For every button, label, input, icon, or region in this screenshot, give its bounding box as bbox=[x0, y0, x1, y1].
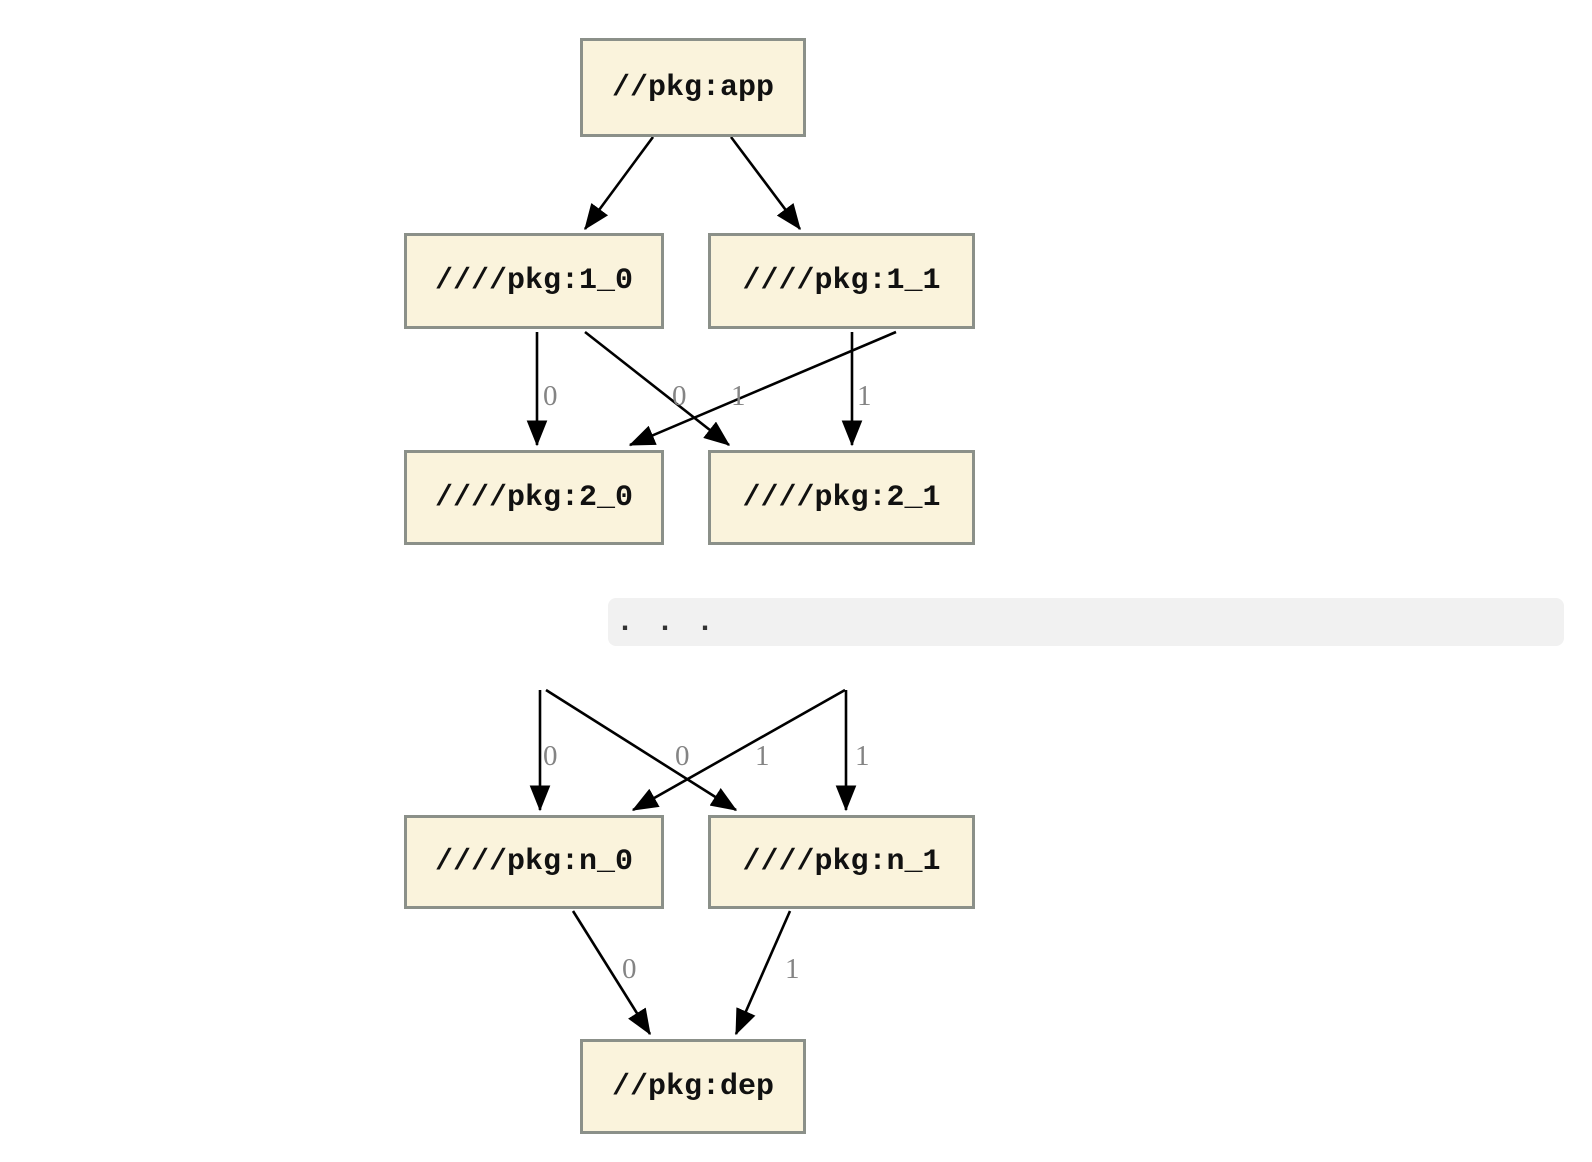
graph-node-1_0-label: ////pkg:1_0 bbox=[434, 264, 634, 298]
graph-node-app: //pkg:app bbox=[580, 38, 806, 137]
graph-node-2_0-label: ////pkg:2_0 bbox=[434, 480, 634, 515]
edge-app-to-1_0 bbox=[583, 136, 655, 231]
edge-n_0-to-dep bbox=[571, 910, 652, 1036]
edge-1_0-to-2_1 bbox=[584, 330, 731, 447]
edge-label-elided-n_1-cross: 1 bbox=[755, 740, 770, 772]
graph-node-n_0: ////pkg:n_0 bbox=[404, 815, 664, 909]
edge-label-n_0-dep: 0 bbox=[622, 953, 637, 985]
graph-node-dep: //pkg:dep bbox=[580, 1039, 806, 1134]
edge-elided-to-n_0-cross bbox=[631, 688, 846, 812]
graph-node-n_1: ////pkg:n_1 bbox=[708, 815, 975, 909]
edge-n_1-to-dep bbox=[734, 910, 792, 1036]
graph-node-dep-label: //pkg:dep bbox=[611, 1069, 775, 1104]
edge-elided-to-n_1-cross bbox=[545, 688, 738, 812]
edge-label-n_1-dep: 1 bbox=[785, 953, 800, 985]
edge-app-to-1_1 bbox=[729, 136, 802, 231]
graph-node-1_1: ////pkg:1_1 bbox=[708, 233, 975, 329]
graph-node-app-label: //pkg:app bbox=[611, 70, 775, 105]
edge-label-1_0-2_1: 1 bbox=[731, 380, 746, 412]
edge-label-1_1-2_0: 0 bbox=[672, 380, 687, 412]
ellipsis-strip: . . . bbox=[608, 598, 1564, 646]
graph-node-1_0: ////pkg:1_0 bbox=[404, 233, 664, 329]
edge-label-1_0-2_0: 0 bbox=[543, 380, 558, 412]
edge-label-1_1-2_1: 1 bbox=[857, 380, 872, 412]
edge-label-elided-n_1-right: 1 bbox=[855, 740, 870, 772]
edge-label-elided-n_0-cross: 0 bbox=[675, 740, 690, 772]
graph-node-2_0: ////pkg:2_0 bbox=[404, 450, 664, 545]
ellipsis-dots: . . . bbox=[616, 606, 717, 640]
graph-node-n_1-label: ////pkg:n_1 bbox=[742, 845, 941, 879]
graph-node-n_0-label: ////pkg:n_0 bbox=[434, 845, 634, 879]
graph-node-2_1: ////pkg:2_1 bbox=[708, 450, 975, 545]
edge-label-elided-n_0-left: 0 bbox=[543, 740, 558, 772]
graph-node-2_1-label: ////pkg:2_1 bbox=[742, 480, 941, 515]
graph-node-1_1-label: ////pkg:1_1 bbox=[742, 264, 941, 298]
